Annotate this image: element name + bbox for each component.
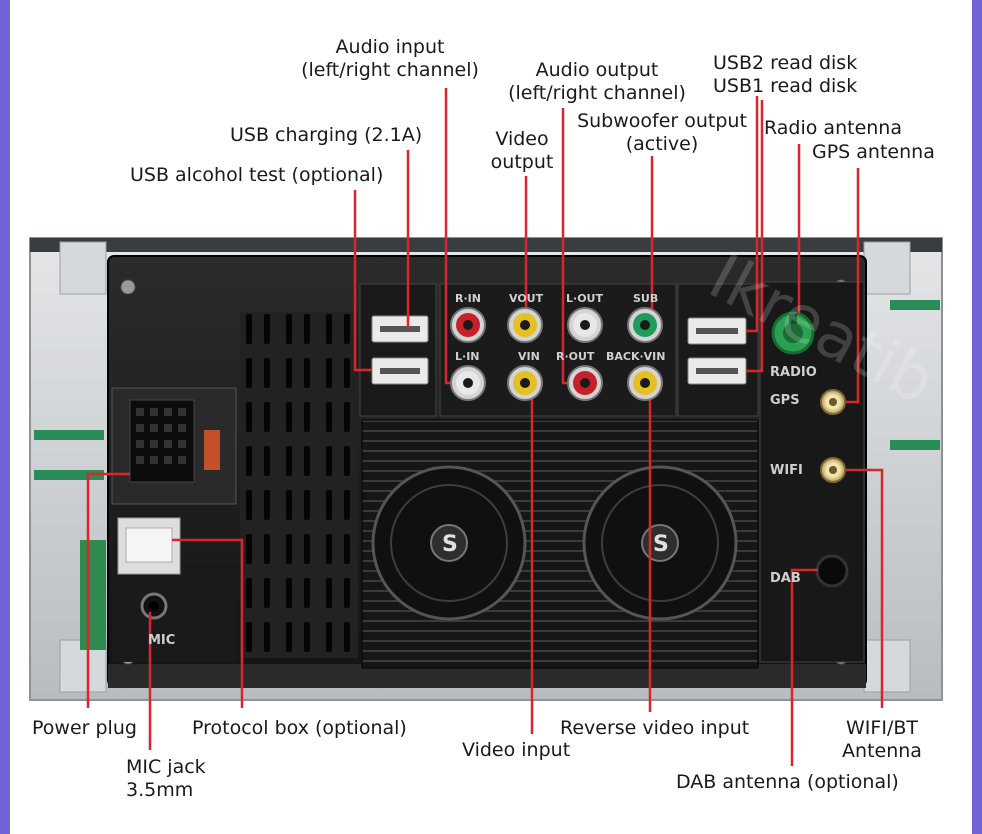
label-sub: SUB	[633, 292, 658, 305]
rca-r-out-port[interactable]	[567, 365, 603, 401]
left-vent-grid	[240, 312, 358, 658]
label-audio-input-line1: Audio input	[335, 36, 445, 58]
label-audio-input: Audio input (left/right channel)	[292, 36, 488, 82]
label-wifi-bt-line2: Antenna	[842, 740, 922, 762]
label-mic-jack: MIC jack 3.5mm	[126, 756, 206, 802]
label-power-plug: Power plug	[32, 717, 137, 739]
label-video-output-line1: Video	[495, 128, 549, 150]
label-mic-jack-line2: 3.5mm	[126, 779, 194, 801]
label-wifi-bt-line1: WIFI/BT	[846, 717, 918, 739]
label-subwoofer-line2: (active)	[625, 133, 699, 155]
rca-r-in-port[interactable]	[450, 307, 486, 343]
label-subwoofer-line1: Subwoofer output	[577, 110, 747, 132]
label-l-in: L·IN	[455, 350, 480, 363]
label-video-output: Video output	[480, 128, 564, 174]
rca-l-out-port[interactable]	[567, 307, 603, 343]
right-fan	[582, 465, 738, 621]
rca-back-vin-port[interactable]	[627, 365, 663, 401]
label-wifi: WIFI	[770, 463, 803, 478]
label-wifi-bt: WIFI/BT Antenna	[834, 717, 930, 763]
label-audio-input-line2: (left/right channel)	[301, 59, 479, 81]
label-video-output-line2: output	[490, 151, 554, 173]
pointer-lines	[86, 88, 884, 766]
gps-antenna-port[interactable]	[820, 389, 846, 415]
label-mic: MIC	[148, 633, 175, 648]
radio-antenna-port[interactable]	[771, 311, 815, 355]
label-dab: DAB	[770, 571, 801, 586]
rca-sub-port[interactable]	[627, 307, 663, 343]
rca-vin-port[interactable]	[507, 365, 543, 401]
rca-ports	[450, 307, 663, 401]
pointer-usb1	[746, 100, 764, 373]
rca-vout-port[interactable]	[507, 307, 543, 343]
pointer-protocol-box	[172, 538, 244, 708]
label-vout: VOUT	[509, 292, 544, 305]
dab-antenna-port[interactable]	[815, 554, 849, 588]
left-accent-bar	[0, 0, 10, 834]
mic-jack-port[interactable]	[112, 582, 236, 662]
label-vin: VIN	[518, 350, 540, 363]
fan-logo-right: S	[653, 532, 669, 557]
label-usb2: USB2 read disk	[713, 52, 858, 74]
pointer-power-plug	[86, 472, 130, 708]
label-audio-output: Audio output (left/right channel)	[498, 59, 696, 105]
label-video-input: Video input	[462, 739, 571, 761]
pointer-dab-antenna	[790, 568, 818, 766]
antenna-panel	[759, 281, 865, 663]
label-l-out: L·OUT	[566, 292, 603, 305]
wifi-antenna-port[interactable]	[820, 457, 846, 483]
label-dab-antenna: DAB antenna (optional)	[676, 771, 899, 793]
device-port-label-group: R·IN VOUT L·OUT SUB L·IN VIN R·OUT BACK·…	[148, 292, 817, 648]
label-subwoofer: Subwoofer output (active)	[568, 110, 756, 156]
label-protocol-box: Protocol box (optional)	[192, 717, 407, 739]
pointer-usb2	[746, 96, 759, 333]
label-usb-charging: USB charging (2.1A)	[230, 124, 423, 146]
label-r-in: R·IN	[455, 292, 481, 305]
label-audio-output-line2: (left/right channel)	[508, 82, 686, 104]
usb-left-block	[359, 283, 437, 417]
label-gps-antenna: GPS antenna	[812, 141, 935, 163]
label-usb-alcohol: USB alcohol test (optional)	[130, 164, 384, 186]
label-mic-jack-line1: MIC jack	[126, 756, 206, 778]
label-reverse-video: Reverse video input	[560, 717, 750, 739]
pointer-wifi-bt	[845, 468, 884, 708]
label-r-out: R·OUT	[556, 350, 595, 363]
pointer-gps-antenna	[845, 168, 860, 404]
label-back-vin: BACK·VIN	[606, 350, 666, 363]
right-accent-bar	[972, 0, 982, 834]
left-fan	[371, 465, 527, 621]
label-radio-antenna: Radio antenna	[764, 117, 902, 139]
fan-logo-left: S	[442, 532, 458, 557]
protocol-box-connector[interactable]	[117, 517, 181, 575]
heatsink	[361, 419, 759, 669]
rca-l-in-port[interactable]	[450, 365, 486, 401]
label-usb1: USB1 read disk	[713, 75, 858, 97]
label-radio: RADIO	[770, 365, 817, 380]
label-gps: GPS	[770, 393, 800, 408]
power-plug-connector[interactable]	[111, 387, 237, 505]
pointer-usb-alcohol	[353, 190, 372, 372]
label-audio-output-line1: Audio output	[535, 59, 659, 81]
